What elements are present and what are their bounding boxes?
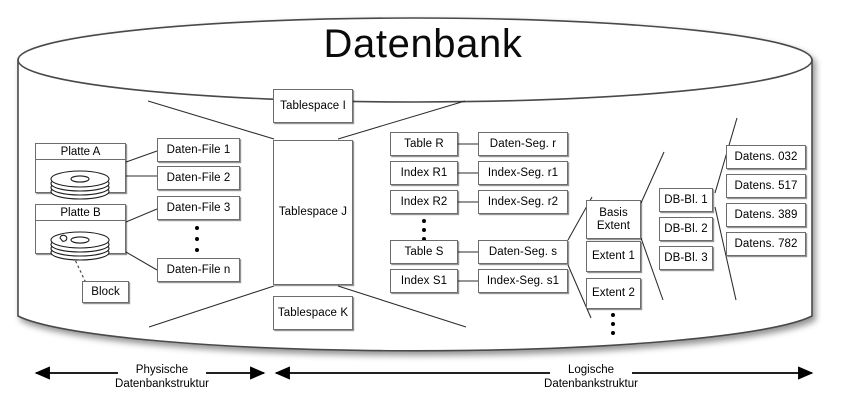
axis-label-physical-line2: Datenbankstruktur: [115, 378, 209, 391]
block-box[interactable]: Block: [82, 281, 129, 303]
object-box-table-r[interactable]: Table R: [390, 132, 458, 156]
connectors-extent-blocks: [640, 151, 665, 301]
record-box-782[interactable]: Datens. 782: [726, 232, 806, 256]
tablespace-box-j[interactable]: Tablespace J: [273, 140, 353, 285]
disk-platter-icon-b: [50, 231, 110, 261]
segment-box-daten-s[interactable]: Daten-Seg. s: [478, 240, 568, 264]
segment-box-index-r1[interactable]: Index-Seg. r1: [478, 161, 568, 185]
page-title: Datenbank: [323, 22, 523, 66]
tablespace-box-k[interactable]: Tablespace K: [273, 296, 353, 330]
datafile-box-3[interactable]: Daten-File 3: [157, 196, 240, 220]
object-box-index-r1[interactable]: Index R1: [390, 161, 458, 185]
segment-box-index-r2[interactable]: Index-Seg. r2: [478, 190, 568, 214]
dbblock-box-2[interactable]: DB-Bl. 2: [659, 217, 713, 241]
axis-label-logical: Logische Datenbankstruktur: [541, 363, 641, 392]
extent-box-1[interactable]: Extent 1: [586, 241, 641, 272]
extent-basis-line1: Basis: [599, 207, 628, 220]
disk-platte-a-label: Platte A: [36, 144, 125, 160]
disk-platter-icon-a: [50, 170, 110, 200]
dbblock-box-3[interactable]: DB-Bl. 3: [659, 246, 713, 270]
disk-platte-b-label: Platte B: [36, 205, 125, 221]
datafiles-ellipsis: [194, 226, 200, 252]
extents-ellipsis: [610, 313, 616, 335]
extent-box-2[interactable]: Extent 2: [586, 278, 641, 309]
disk-platte-b[interactable]: Platte B: [35, 204, 126, 261]
connectors-object-segment: [458, 143, 478, 282]
connectors-files-tablespaces: [147, 100, 275, 328]
record-box-517[interactable]: Datens. 517: [726, 174, 806, 198]
record-box-032[interactable]: Datens. 032: [726, 145, 806, 169]
extent-basis-line2: Extent: [596, 219, 631, 232]
datafile-box-1[interactable]: Daten-File 1: [157, 138, 240, 162]
object-box-index-r2[interactable]: Index R2: [390, 190, 458, 214]
datafile-box-2[interactable]: Daten-File 2: [157, 166, 240, 190]
axis-label-logical-line1: Logische: [567, 364, 615, 376]
connectors-tablespace-objects: [337, 100, 467, 328]
tablespace-box-i[interactable]: Tablespace I: [273, 89, 353, 123]
object-box-table-s[interactable]: Table S: [390, 240, 458, 264]
axis-label-logical-line2: Datenbankstruktur: [544, 378, 638, 391]
axis-label-physical: Physische Datenbankstruktur: [112, 363, 212, 392]
extent-box-basis[interactable]: Basis Extent: [586, 200, 641, 239]
disk-platte-a[interactable]: Platte A: [35, 143, 126, 200]
datafile-box-n[interactable]: Daten-File n: [157, 258, 240, 282]
object-box-index-s1[interactable]: Index S1: [390, 269, 458, 293]
segment-box-daten-r[interactable]: Daten-Seg. r: [478, 132, 568, 156]
objects-ellipsis: [421, 219, 427, 241]
segment-box-index-s1[interactable]: Index-Seg. s1: [478, 269, 568, 293]
connectors-disk-files: [125, 150, 158, 271]
record-box-389[interactable]: Datens. 389: [726, 203, 806, 227]
axis-label-physical-line1: Physische: [135, 364, 189, 376]
dbblock-box-1[interactable]: DB-Bl. 1: [659, 188, 713, 212]
